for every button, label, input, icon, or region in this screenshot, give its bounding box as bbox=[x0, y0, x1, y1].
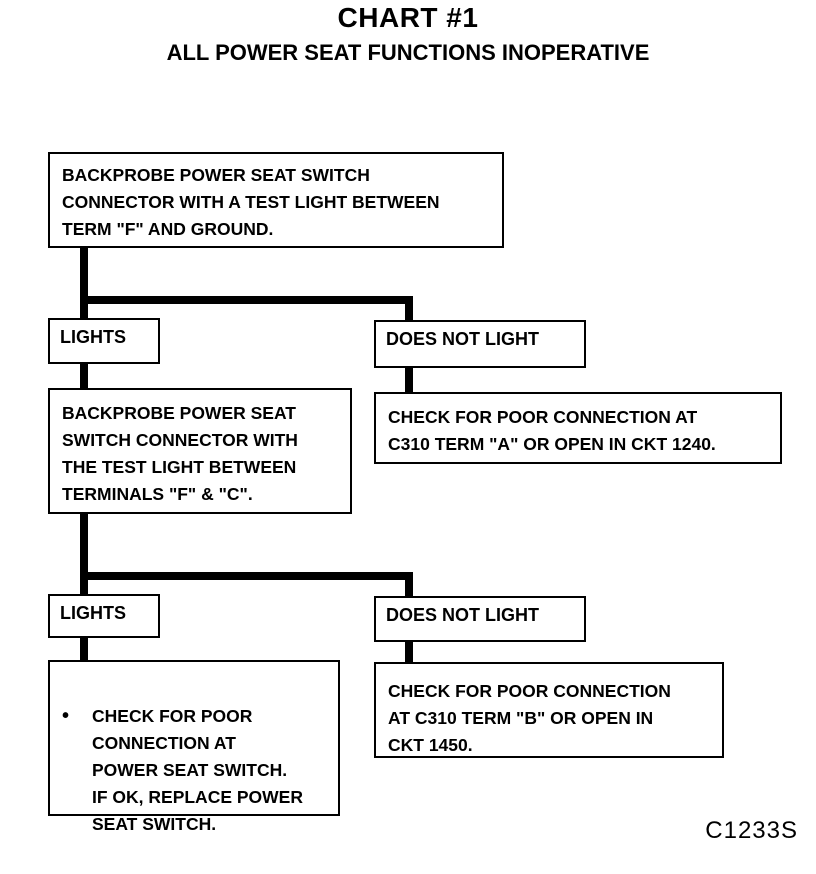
check-connection-box-1: CHECK FOR POOR CONNECTION AT C310 TERM "… bbox=[374, 392, 782, 464]
lights-label-1: LIGHTS bbox=[48, 318, 160, 364]
chart-subtitle: ALL POWER SEAT FUNCTIONS INOPERATIVE bbox=[166, 40, 650, 65]
connector-lights1-down bbox=[80, 362, 88, 390]
step2-backprobe-box: BACKPROBE POWER SEAT SWITCH CONNECTOR WI… bbox=[48, 388, 352, 514]
lights-label-2: LIGHTS bbox=[48, 594, 160, 638]
connector-branch1-horizontal bbox=[80, 296, 413, 304]
step1-backprobe-box: BACKPROBE POWER SEAT SWITCH CONNECTOR WI… bbox=[48, 152, 504, 248]
connector-lights2-down bbox=[80, 636, 88, 662]
does-not-light-label-2: DOES NOT LIGHT bbox=[374, 596, 586, 642]
replace-switch-box: • CHECK FOR POOR CONNECTION AT POWER SEA… bbox=[48, 660, 340, 834]
bullet-icon: • bbox=[62, 705, 70, 727]
does-not-light-label-1: DOES NOT LIGHT bbox=[374, 320, 586, 368]
connector-branch2-horizontal bbox=[80, 572, 413, 580]
connector-notlight2-down bbox=[405, 640, 413, 664]
connector-branch2-right-down bbox=[405, 572, 413, 598]
check-connection-box-2: CHECK FOR POOR CONNECTION AT C310 TERM "… bbox=[374, 662, 724, 758]
connector-notlight1-down bbox=[405, 366, 413, 394]
connector-step2-down bbox=[80, 512, 88, 596]
connector-branch1-right-down bbox=[405, 296, 413, 322]
figure-code: C1233S bbox=[705, 817, 798, 844]
replace-switch-text: CHECK FOR POOR CONNECTION AT POWER SEAT … bbox=[92, 706, 303, 834]
chart-title: CHART #1 bbox=[337, 2, 479, 33]
connector-step1-down bbox=[80, 246, 88, 319]
